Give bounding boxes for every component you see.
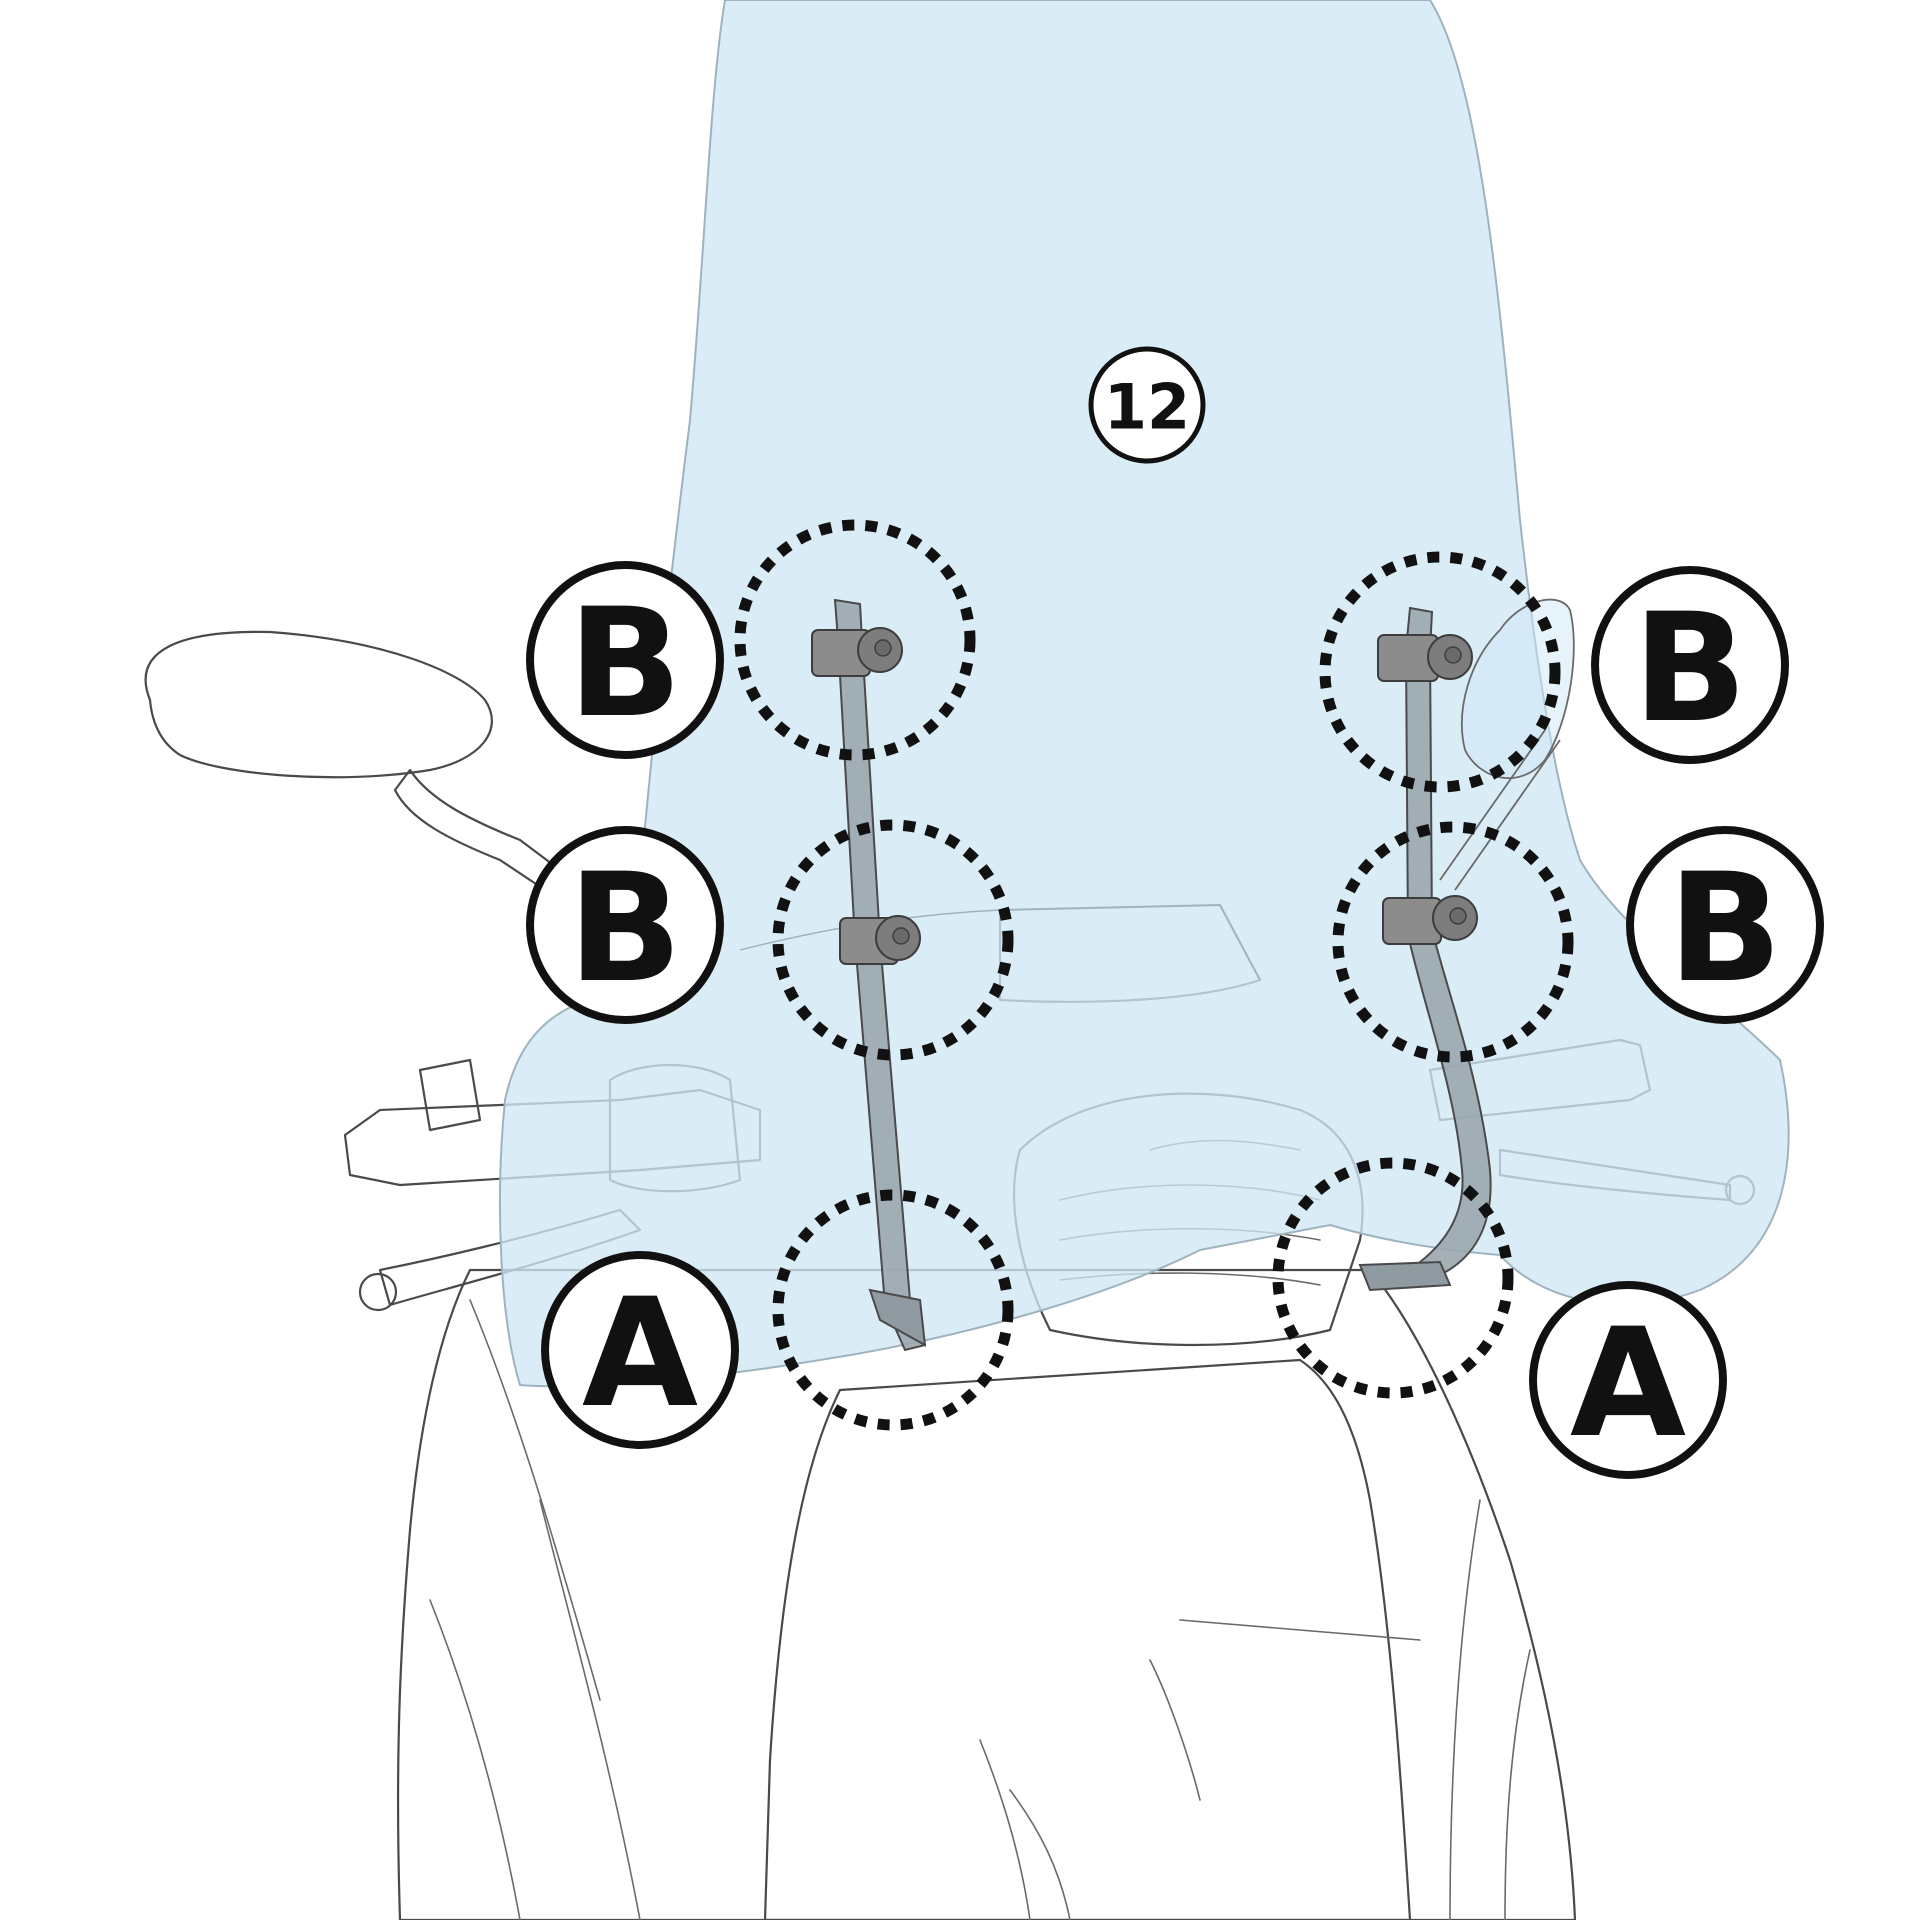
callout-b-upper-left-label: B (568, 577, 682, 751)
callout-a-right: A (1529, 1281, 1727, 1479)
callout-a-right-label: A (1570, 1297, 1686, 1471)
dotted-marker-a-right (1272, 1157, 1514, 1399)
callout-b-upper-right-label: B (1633, 582, 1747, 756)
callout-b-lower-right: B (1626, 826, 1824, 1024)
callout-a-left-label: A (582, 1267, 698, 1441)
callout-a-left: A (541, 1251, 739, 1449)
part-number-badge: 12 (1088, 346, 1206, 464)
dotted-marker-b-upper-left (734, 519, 976, 761)
detail-markers (734, 519, 1574, 1431)
dotted-marker-b-lower-left (772, 819, 1014, 1061)
callout-b-upper-right: B (1591, 566, 1789, 764)
part-number-label: 12 (1104, 371, 1190, 444)
dotted-marker-b-lower-right (1332, 821, 1574, 1063)
callout-b-upper-left: B (526, 561, 724, 759)
callout-b-lower-right-label: B (1668, 842, 1782, 1016)
callout-b-lower-left: B (526, 826, 724, 1024)
right-mounting-bracket (1358, 598, 1575, 1292)
dotted-marker-b-upper-right (1319, 551, 1561, 793)
left-mounting-bracket (811, 598, 927, 1352)
callout-b-lower-left-label: B (568, 842, 682, 1016)
dotted-marker-a-left (772, 1189, 1014, 1431)
